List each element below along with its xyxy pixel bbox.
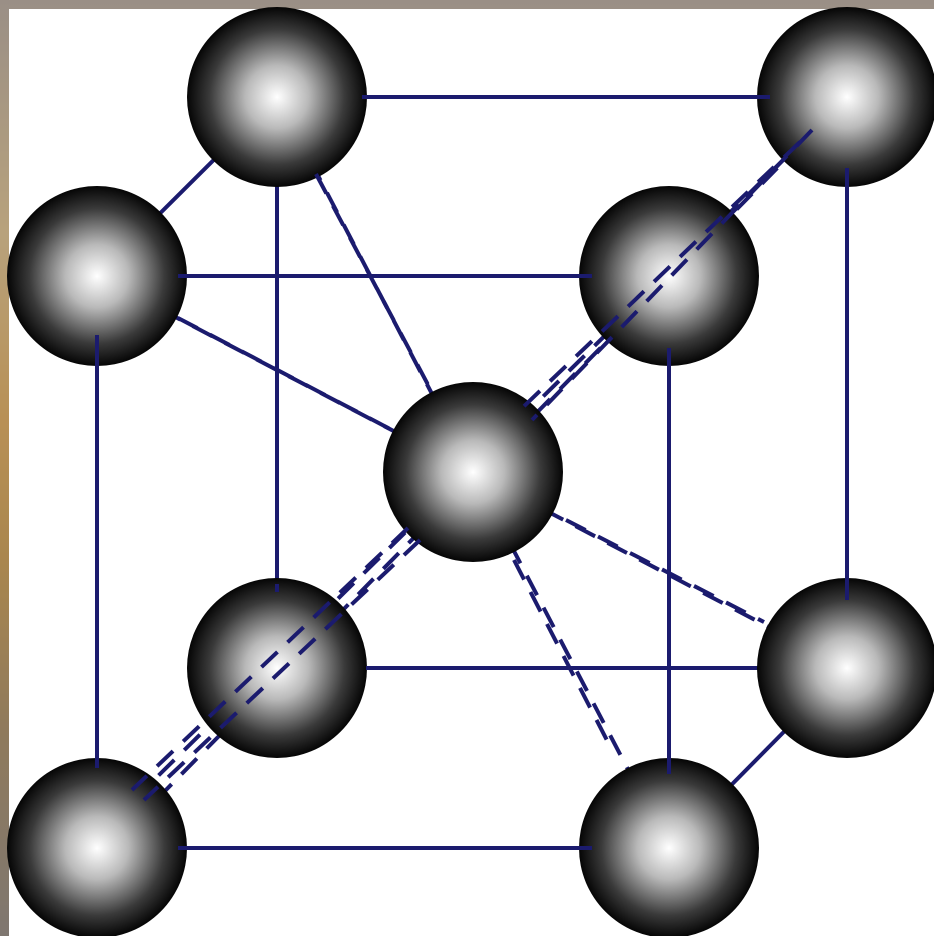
atom-back-top-left bbox=[187, 7, 367, 187]
diag-2-left bbox=[177, 316, 393, 432]
atom-center bbox=[383, 382, 563, 562]
atoms bbox=[7, 7, 934, 936]
atom-back-bottom-left bbox=[187, 578, 367, 758]
diag-1-upper bbox=[314, 173, 436, 397]
body-diagonal-2 bbox=[96, 274, 848, 670]
atom-front-top-right bbox=[579, 186, 759, 366]
diag-1-lower bbox=[512, 559, 614, 751]
atom-front-bottom-left bbox=[7, 758, 187, 936]
face-diagonal-b-overlay bbox=[530, 128, 814, 422]
face-diagonal-a-overlay bbox=[518, 140, 802, 412]
face-diagonal-d-overlay bbox=[142, 538, 422, 802]
body-diagonal-1 bbox=[275, 96, 671, 849]
diag-2-right bbox=[565, 518, 765, 624]
overlay-dashes bbox=[130, 128, 814, 802]
overlay-edges bbox=[95, 95, 849, 850]
atom-back-bottom-right bbox=[757, 578, 934, 758]
atom-front-top-left bbox=[7, 186, 187, 366]
atom-front-bottom-right bbox=[579, 758, 759, 936]
face-diagonal-c-overlay bbox=[130, 526, 410, 792]
